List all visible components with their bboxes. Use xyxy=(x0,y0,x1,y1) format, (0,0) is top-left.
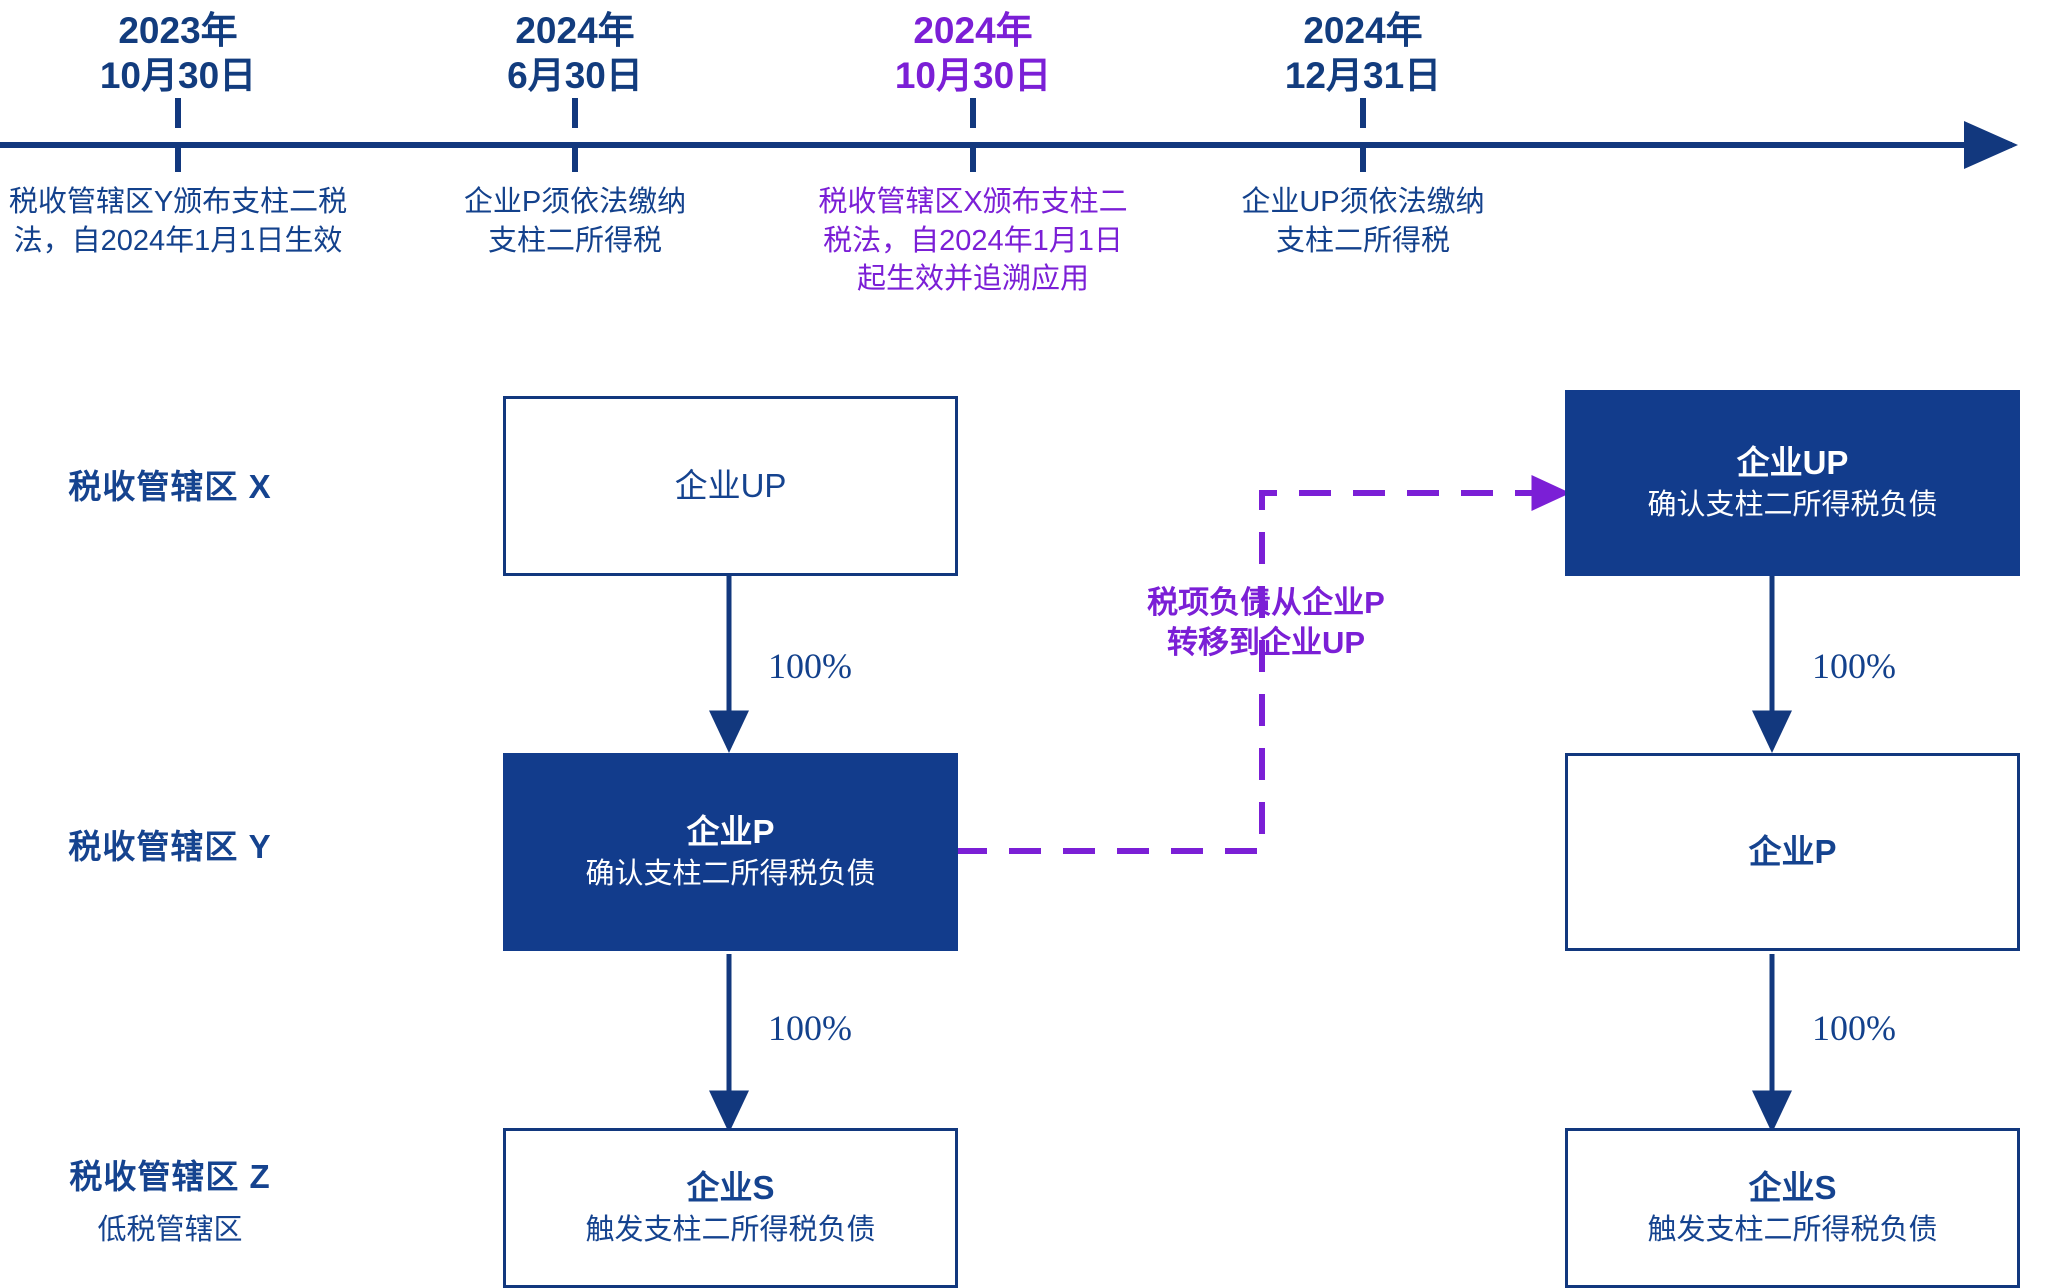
edge-label-right-up-p: 100% xyxy=(1812,646,1896,686)
row-label-jurisdiction-x: 税收管辖区 X xyxy=(0,460,350,508)
timeline-date-3-line2: 10月30日 xyxy=(894,55,1052,97)
timeline-desc-4-line1: 企业UP须依法缴纳 xyxy=(1241,186,1485,218)
timeline-desc-2: 企业P须依法缴纳 支柱二所得税 xyxy=(345,183,805,260)
timeline-date-2-line2: 6月30日 xyxy=(507,55,643,97)
row-label-z-text: 税收管辖区 Z xyxy=(69,1158,271,1195)
transfer-arrow-dashed xyxy=(955,475,1571,854)
row-label-y-text: 税收管辖区 Y xyxy=(68,828,272,865)
row-label-jurisdiction-z: 税收管辖区 Z 低税管辖区 xyxy=(0,1150,350,1248)
node-right-entity-up[interactable]: 企业UP 确认支柱二所得税负债 xyxy=(1565,390,2020,576)
node-right-entity-p[interactable]: 企业P xyxy=(1565,753,2020,951)
node-left-entity-up[interactable]: 企业UP xyxy=(503,396,958,576)
timeline-date-3: 2024年 10月30日 xyxy=(743,8,1203,98)
timeline-desc-1-line2: 法，自2024年1月1日生效 xyxy=(13,224,343,257)
timeline-event-3: 2024年 10月30日 税收管辖区X颁布支柱二 税法，自2024年1月1日 起… xyxy=(743,8,1203,295)
node-left-entity-p-title: 企业P xyxy=(686,813,775,851)
timeline-desc-1-line1: 税收管辖区Y颁布支柱二税 xyxy=(8,186,348,218)
transfer-annotation: 税项负债从企业P 转移到企业UP xyxy=(1066,583,1466,662)
node-right-entity-s-title: 企业S xyxy=(1748,1169,1837,1207)
row-label-x-text: 税收管辖区 X xyxy=(68,468,272,505)
edge-label-left-up-p: 100% xyxy=(768,646,852,686)
timeline-desc-4: 企业UP须依法缴纳 支柱二所得税 xyxy=(1133,183,1593,260)
row-label-z-sublabel: 低税管辖区 xyxy=(97,1214,243,1246)
timeline-date-4-line2: 12月31日 xyxy=(1284,55,1442,97)
timeline-date-4: 2024年 12月31日 xyxy=(1133,8,1593,98)
timeline-event-1: 2023年 10月30日 税收管辖区Y颁布支柱二税 法，自2024年1月1日生效 xyxy=(0,8,408,257)
timeline-desc-4-line2: 支柱二所得税 xyxy=(1275,224,1450,257)
node-right-entity-p-title: 企业P xyxy=(1748,833,1837,871)
node-left-entity-up-title: 企业UP xyxy=(674,467,787,505)
node-left-entity-s-subtitle: 触发支柱二所得税负债 xyxy=(585,1213,876,1246)
timeline-date-3-line1: 2024年 xyxy=(913,10,1033,51)
timeline-date-1-line1: 2023年 xyxy=(118,10,238,51)
timeline-desc-3-line3: 起生效并追溯应用 xyxy=(856,263,1089,296)
node-left-entity-s[interactable]: 企业S 触发支柱二所得税负债 xyxy=(503,1128,958,1288)
node-left-entity-p[interactable]: 企业P 确认支柱二所得税负债 xyxy=(503,753,958,951)
timeline-desc-2-line1: 企业P须依法缴纳 xyxy=(463,186,687,218)
timeline-desc-3-line2: 税法，自2024年1月1日 xyxy=(823,224,1123,257)
timeline-date-1-line2: 10月30日 xyxy=(99,55,257,97)
row-label-jurisdiction-y: 税收管辖区 Y xyxy=(0,820,350,868)
node-left-entity-s-title: 企业S xyxy=(686,1169,775,1207)
timeline-event-2: 2024年 6月30日 企业P须依法缴纳 支柱二所得税 xyxy=(345,8,805,257)
timeline-date-2: 2024年 6月30日 xyxy=(345,8,805,98)
timeline-axis xyxy=(0,98,2018,172)
node-right-entity-s[interactable]: 企业S 触发支柱二所得税负债 xyxy=(1565,1128,2020,1288)
node-right-entity-up-title: 企业UP xyxy=(1736,444,1849,482)
node-left-entity-p-subtitle: 确认支柱二所得税负债 xyxy=(585,857,876,890)
timeline-date-4-line1: 2024年 xyxy=(1303,10,1423,51)
timeline-date-2-line1: 2024年 xyxy=(515,10,635,51)
node-right-entity-up-subtitle: 确认支柱二所得税负债 xyxy=(1647,488,1938,521)
node-right-entity-s-subtitle: 触发支柱二所得税负债 xyxy=(1647,1213,1938,1246)
transfer-annotation-line1: 税项负债从企业P xyxy=(1147,585,1385,620)
timeline-date-1: 2023年 10月30日 xyxy=(0,8,408,98)
timeline-desc-3-line1: 税收管辖区X颁布支柱二 xyxy=(818,186,1128,218)
timeline-desc-1: 税收管辖区Y颁布支柱二税 法，自2024年1月1日生效 xyxy=(0,183,408,260)
transfer-annotation-line2: 转移到企业UP xyxy=(1166,624,1366,660)
edge-label-left-p-s: 100% xyxy=(768,1008,852,1048)
timeline-desc-2-line2: 支柱二所得税 xyxy=(487,224,662,257)
edge-label-right-p-s: 100% xyxy=(1812,1008,1896,1048)
timeline-desc-3: 税收管辖区X颁布支柱二 税法，自2024年1月1日 起生效并追溯应用 xyxy=(743,183,1203,299)
timeline-event-4: 2024年 12月31日 企业UP须依法缴纳 支柱二所得税 xyxy=(1133,8,1593,257)
